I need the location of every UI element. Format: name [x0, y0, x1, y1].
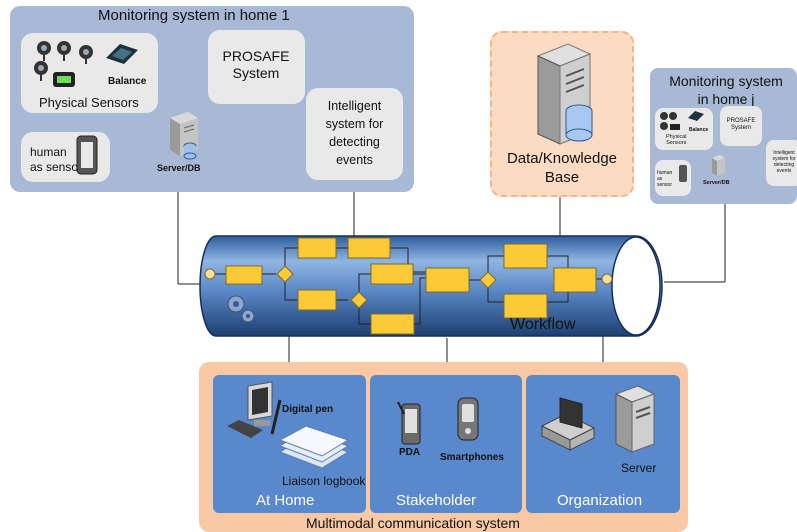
prosafe-label: PROSAFE System	[222, 48, 290, 81]
homej-balance-label: Balance	[689, 127, 709, 133]
tablet-icon	[679, 165, 687, 182]
homej-intelligent-box	[766, 140, 797, 186]
stakeholder-panel	[370, 375, 522, 513]
desktop-computer-icon	[540, 397, 596, 451]
homej-title: Monitoring system in home j	[669, 73, 783, 107]
keyboard-icon	[227, 420, 263, 438]
homej-server-label: Server/DB	[703, 180, 730, 186]
sensor-device-icon	[53, 72, 75, 87]
server-tower-icon	[614, 385, 656, 453]
organization-label: Organization	[557, 492, 643, 509]
home1-title: Monitoring system in home 1	[98, 7, 290, 24]
homej-prosafe-label: PROSAFE System	[726, 118, 756, 131]
homej-prosafe-box	[720, 106, 762, 146]
paper-stack-icon	[278, 425, 350, 469]
at-home-label: At Home	[256, 492, 315, 509]
multimodal-title: Multimodal communication system	[306, 515, 520, 531]
webcam-icon	[34, 41, 93, 81]
scale-icon	[106, 44, 138, 64]
prosafe-system-box	[208, 30, 305, 104]
pda-label: PDA	[399, 447, 421, 458]
scale-icon	[688, 111, 704, 121]
database-icon	[565, 104, 593, 142]
server-label: Server	[621, 461, 657, 475]
pda-icon	[397, 401, 421, 445]
human-sensor-label: human as sensor	[30, 145, 83, 174]
physical-sensors-label: Physical Sensors	[39, 95, 139, 110]
digital-pen-label: Digital pen	[282, 404, 334, 415]
database-icon	[183, 142, 197, 160]
smartphone-icon	[457, 397, 479, 441]
workflow-label: Workflow	[510, 316, 576, 333]
intelligent-label: Intelligent system for detecting events	[325, 99, 384, 167]
webcam-icon	[660, 112, 680, 130]
pen-icon	[270, 399, 282, 435]
tablet-icon	[76, 135, 98, 175]
balance-label: Balance	[108, 76, 147, 87]
desktop-computer-icon	[247, 381, 273, 426]
liaison-logbook-label: Liaison logbook	[282, 474, 366, 488]
stakeholder-label: Stakeholder	[396, 492, 477, 509]
server-tower-icon	[712, 155, 725, 176]
homej-human-label: human as sensor	[657, 170, 673, 188]
homej-intelligent-label: Intelligent system for detecting events	[772, 150, 796, 174]
knowledge-base-label: Data/Knowledge Base	[506, 150, 618, 186]
homej-physical-label: Physical Sensors	[666, 134, 687, 146]
smartphones-label: Smartphones	[440, 452, 504, 463]
workflow-pipe	[199, 235, 663, 337]
server-db-label: Server/DB	[157, 163, 201, 173]
intelligent-system-box	[306, 88, 403, 180]
